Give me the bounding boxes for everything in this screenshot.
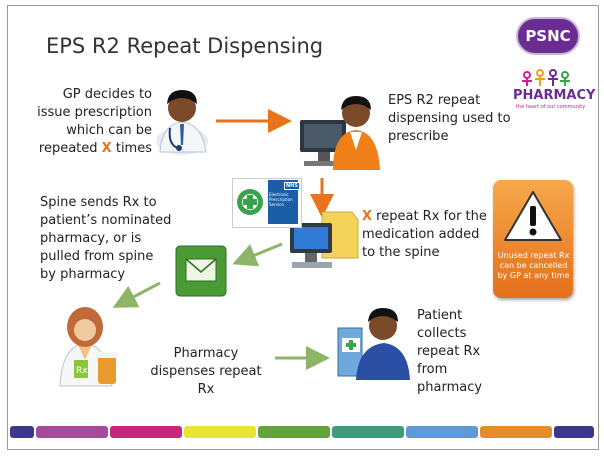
step-repeat-text: X repeat Rx for the medication added to … — [362, 208, 490, 262]
pharmacy-tagline: the heart of our community — [516, 104, 586, 110]
repeat-text-main: repeat Rx for the medication added to th… — [362, 209, 487, 260]
gp-text-main: GP decides to issue prescription which c… — [37, 87, 152, 156]
svg-text:Rx: Rx — [76, 366, 88, 376]
spine-computer-icon — [290, 211, 359, 268]
footer-band-7 — [406, 426, 478, 438]
step-spine-text: Spine sends Rx to patient’s nominated ph… — [40, 195, 172, 282]
footer-band-4 — [184, 426, 256, 438]
arrow-spine-to-envelope — [232, 242, 283, 267]
envelope-icon — [175, 245, 227, 297]
step-eps-text: EPS R2 repeat dispensing used to prescri… — [388, 93, 511, 144]
footer-band-1 — [10, 426, 34, 438]
step-dispense-text: Pharmacy dispenses repeat Rx — [150, 346, 262, 397]
repeat-x-marker: X — [362, 209, 373, 224]
gp-x-marker: X — [101, 141, 112, 156]
gp-doctor-icon — [156, 90, 208, 155]
warning-text: Unused repeat Rx can be cancelled by GP … — [497, 251, 570, 280]
footer-band-8 — [480, 426, 552, 438]
patient-icon — [337, 308, 410, 380]
psnc-logo: PSNC — [516, 17, 580, 55]
step-patient-text: Patient collects repeat Rx from pharmacy — [417, 308, 483, 395]
footer-band-2 — [36, 426, 108, 438]
footer-band-6 — [332, 426, 404, 438]
pharmacist-icon: Rx — [59, 307, 117, 387]
nhs-mark: NHS — [284, 182, 300, 190]
eps-badge-label: Electronic Prescription Service — [269, 192, 293, 207]
slide-title: EPS R2 Repeat Dispensing — [46, 34, 324, 58]
step-gp-text: GP decides to issue prescription which c… — [34, 86, 152, 158]
footer-band-5 — [258, 426, 330, 438]
footer-band-9 — [554, 426, 594, 438]
pharmacy-logo-text: PHARMACY — [513, 88, 596, 103]
prescriber-computer-icon — [300, 96, 380, 170]
footer-band-3 — [110, 426, 182, 438]
gp-text-suffix: times — [115, 141, 152, 156]
arrow-envelope-to-pharmacist — [112, 281, 161, 308]
